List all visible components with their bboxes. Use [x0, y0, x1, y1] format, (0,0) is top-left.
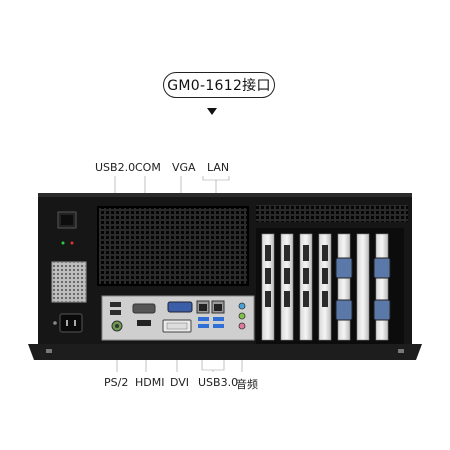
usb3-port-2	[198, 324, 209, 328]
led-green	[61, 241, 65, 245]
serial-port-4	[373, 299, 391, 321]
model-label: GM0-1612接口	[167, 78, 271, 94]
com-port	[132, 303, 156, 314]
top-grille	[256, 205, 408, 222]
usb3-port-3	[213, 317, 224, 321]
audio-jack-mic	[238, 322, 246, 330]
fan-grille	[97, 206, 249, 286]
down-arrow-icon	[207, 108, 217, 115]
vga-port	[167, 301, 193, 313]
serial-port-2	[373, 257, 391, 279]
label-hdmi: HDMI	[135, 376, 165, 389]
label-usb20: USB2.0	[95, 161, 136, 174]
label-ps2: PS/2	[104, 376, 129, 389]
usb2-port-2	[110, 310, 121, 315]
audio-jack-line-out	[238, 312, 246, 320]
serial-port-3	[335, 299, 353, 321]
label-vga: VGA	[172, 161, 196, 174]
label-usb30: USB3.0	[198, 376, 239, 389]
usb3-port-1	[198, 317, 209, 321]
usb2-port-1	[110, 302, 121, 307]
label-dvi: DVI	[170, 376, 190, 389]
audio-jack-line-in	[238, 302, 246, 310]
usb3-port-4	[213, 324, 224, 328]
label-lan: LAN	[207, 161, 230, 174]
serial-port-1	[335, 257, 353, 279]
label-com: COM	[135, 161, 161, 174]
chassis-bottom-rail	[28, 344, 422, 360]
ac-power-inlet	[59, 313, 83, 333]
expansion-slots	[256, 228, 404, 344]
psu-fan-grille	[51, 261, 87, 303]
hdmi-port	[137, 320, 151, 326]
model-label-pill: GM0-1612接口	[163, 72, 275, 98]
label-audio: 音频	[236, 378, 258, 391]
led-red	[70, 241, 74, 245]
